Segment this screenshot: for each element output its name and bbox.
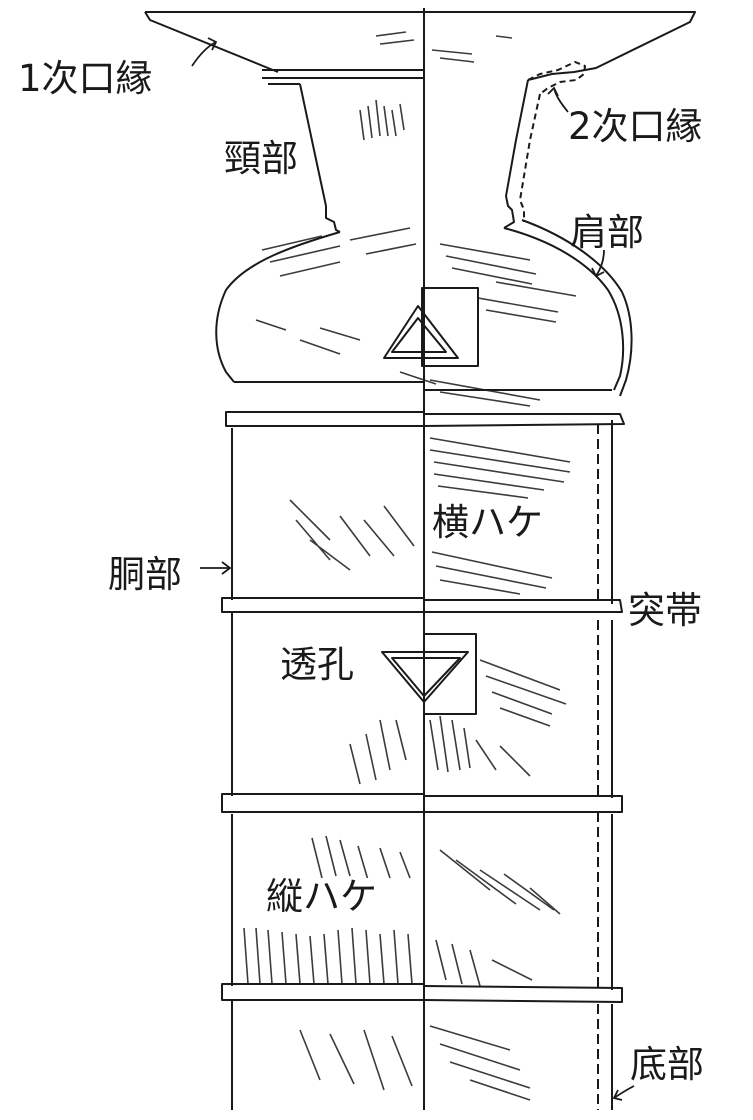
- pointer-arrows: [191, 37, 635, 1101]
- arrow-primary-rim: [191, 37, 218, 67]
- label-secondary-rim: 2次口縁: [568, 105, 703, 148]
- label-neck: 頸部: [222, 137, 300, 180]
- label-body: 胴部: [108, 553, 182, 596]
- label-shoulder: 肩部: [570, 211, 644, 254]
- body-outline: [231, 420, 613, 1110]
- label-protruding-band: 突帯: [628, 589, 702, 632]
- label-primary-rim: 1次口縁: [18, 57, 153, 100]
- arrow-body: [200, 561, 232, 575]
- hatching-middle: [289, 437, 571, 785]
- arrow-shoulder: [591, 249, 605, 278]
- arrow-base: [612, 1085, 635, 1101]
- protruding-bands: [221, 411, 625, 1003]
- rim: [144, 11, 696, 95]
- hatching-lower: [243, 835, 561, 1101]
- shoulder: [215, 219, 633, 397]
- neck: [299, 79, 541, 233]
- perforations: [381, 287, 479, 715]
- label-horizontal-brush: 横ハケ: [430, 501, 545, 544]
- arrow-secondary-rim: [547, 86, 569, 113]
- label-vertical-brush: 縦ハケ: [264, 875, 379, 918]
- hatching-upper: [255, 31, 577, 407]
- label-base: 底部: [630, 1043, 704, 1086]
- label-perforation: 透孔: [278, 643, 356, 686]
